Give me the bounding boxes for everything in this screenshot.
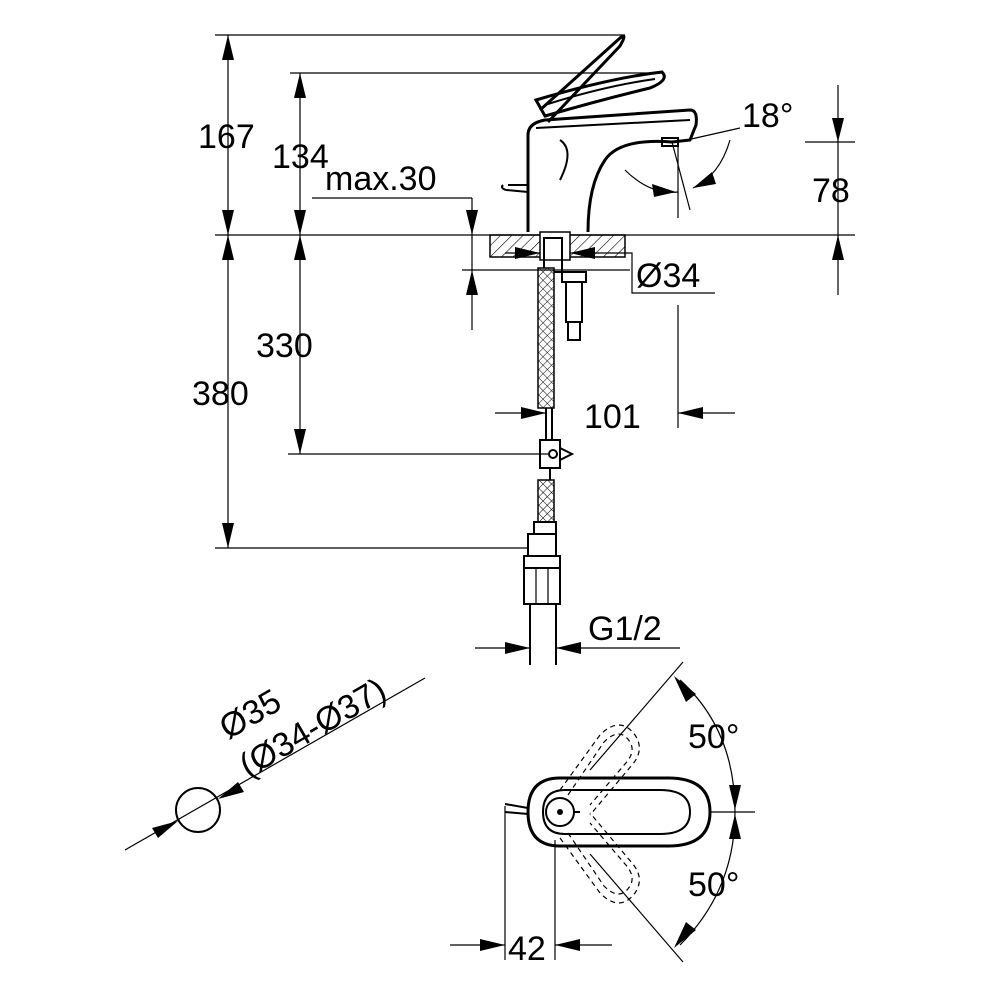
dim-max30-label: max.30 xyxy=(325,160,437,198)
dia34-label: Ø34 xyxy=(636,257,700,295)
angle-18-label: 18° xyxy=(742,97,793,135)
dim-101-label: 101 xyxy=(584,398,641,436)
dim-angle-50: 50° 50° xyxy=(589,661,755,963)
mounting-hole-detail: Ø35 (Ø34-Ø37) xyxy=(124,671,426,851)
mounting-hole-circle xyxy=(175,787,221,833)
dim-78: 78 xyxy=(805,85,855,295)
dim-167: 167 xyxy=(198,34,625,235)
dim-167-label: 167 xyxy=(198,118,255,156)
dim-134-label: 134 xyxy=(272,138,329,176)
dim-134: 134 xyxy=(272,72,662,235)
lever-ghost-positions xyxy=(559,724,640,904)
countertop-slab xyxy=(489,231,626,261)
dim-dia34: Ø34 xyxy=(505,247,715,295)
g12-label: G1/2 xyxy=(588,610,662,648)
dim-330-label: 330 xyxy=(256,327,313,365)
dim-42-label: 42 xyxy=(508,930,546,968)
dim-380: 380 xyxy=(192,235,528,549)
angle-50-top-label: 50° xyxy=(688,718,739,756)
dim-g12: G1/2 xyxy=(475,610,680,654)
angle-50-bottom-label: 50° xyxy=(688,866,739,904)
top-body xyxy=(526,776,712,848)
faucet-body xyxy=(501,108,698,233)
dim-330: 330 xyxy=(256,235,548,455)
dim-max30: max.30 xyxy=(312,160,630,330)
supply-hoses xyxy=(523,237,587,665)
side-view: 167 134 max.30 18° xyxy=(192,34,855,665)
lever-open xyxy=(533,34,666,124)
dim-78-label: 78 xyxy=(812,172,850,210)
dim-angle-18: 18° xyxy=(624,97,793,218)
dim-101: 101 xyxy=(495,305,735,436)
dim-42: 42 xyxy=(450,806,612,968)
top-view: 50° 50° 42 xyxy=(450,661,755,968)
dim-380-label: 380 xyxy=(192,375,249,413)
